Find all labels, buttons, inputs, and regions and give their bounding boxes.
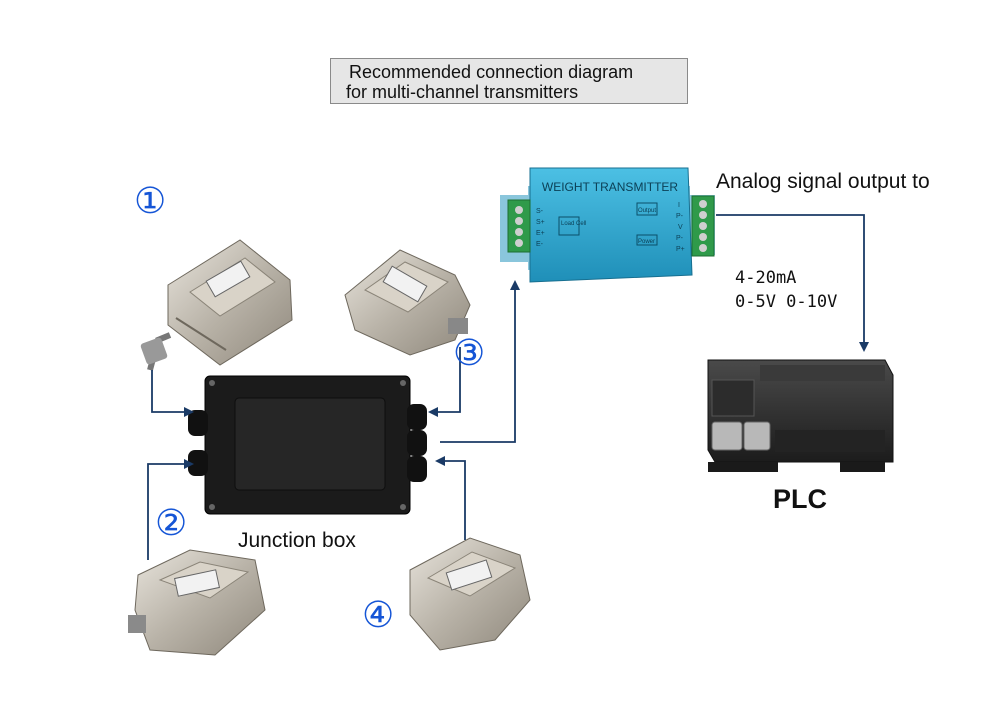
pin-p-minus-2: P- xyxy=(676,235,684,242)
load-cell-sensor-4 xyxy=(409,537,531,651)
connection-arrows xyxy=(147,214,869,560)
sensor-number-4: ④ xyxy=(362,595,395,636)
signal-voltage: 0-5V 0-10V xyxy=(735,292,838,312)
sensor-number-2: ② xyxy=(155,503,188,544)
signal-current: 4-20mA xyxy=(735,268,797,288)
signal-types: 4-20mA 0-5V 0-10V xyxy=(735,266,837,314)
pin-p-minus-1: P- xyxy=(676,213,684,220)
junction-box xyxy=(188,375,427,515)
diagram-title: Recommended connection diagram for multi… xyxy=(330,58,688,104)
sensor-number-1: ① xyxy=(134,181,167,222)
pin-s-minus: S- xyxy=(536,208,544,215)
title-line-1: Recommended connection diagram xyxy=(349,62,634,82)
pin-i: I xyxy=(678,202,680,209)
title-line-2: for multi-channel transmitters xyxy=(346,82,579,102)
analog-output-label: Analog signal output to xyxy=(716,170,930,193)
plc-unit xyxy=(707,359,894,472)
weight-transmitter xyxy=(500,167,715,283)
junction-box-label: Junction box xyxy=(238,529,356,552)
sensor-number-3: ③ xyxy=(453,333,486,374)
pin-e-minus: E- xyxy=(536,241,544,248)
load-cell-sensor-1 xyxy=(140,239,293,371)
load-cell-sensor-3 xyxy=(344,249,471,356)
power-label: Power xyxy=(638,239,655,245)
load-cell-sensor-2 xyxy=(128,549,266,656)
pin-e-plus: E+ xyxy=(536,230,545,237)
pin-v: V xyxy=(678,224,683,231)
pin-p-plus: P+ xyxy=(676,246,685,253)
output-label: Output xyxy=(638,208,656,214)
plc-label: PLC xyxy=(773,484,827,514)
transmitter-name: WEIGHT TRANSMITTER xyxy=(542,180,679,194)
pin-s-plus: S+ xyxy=(536,219,545,226)
load-cell-label: Load Cell xyxy=(561,221,586,227)
